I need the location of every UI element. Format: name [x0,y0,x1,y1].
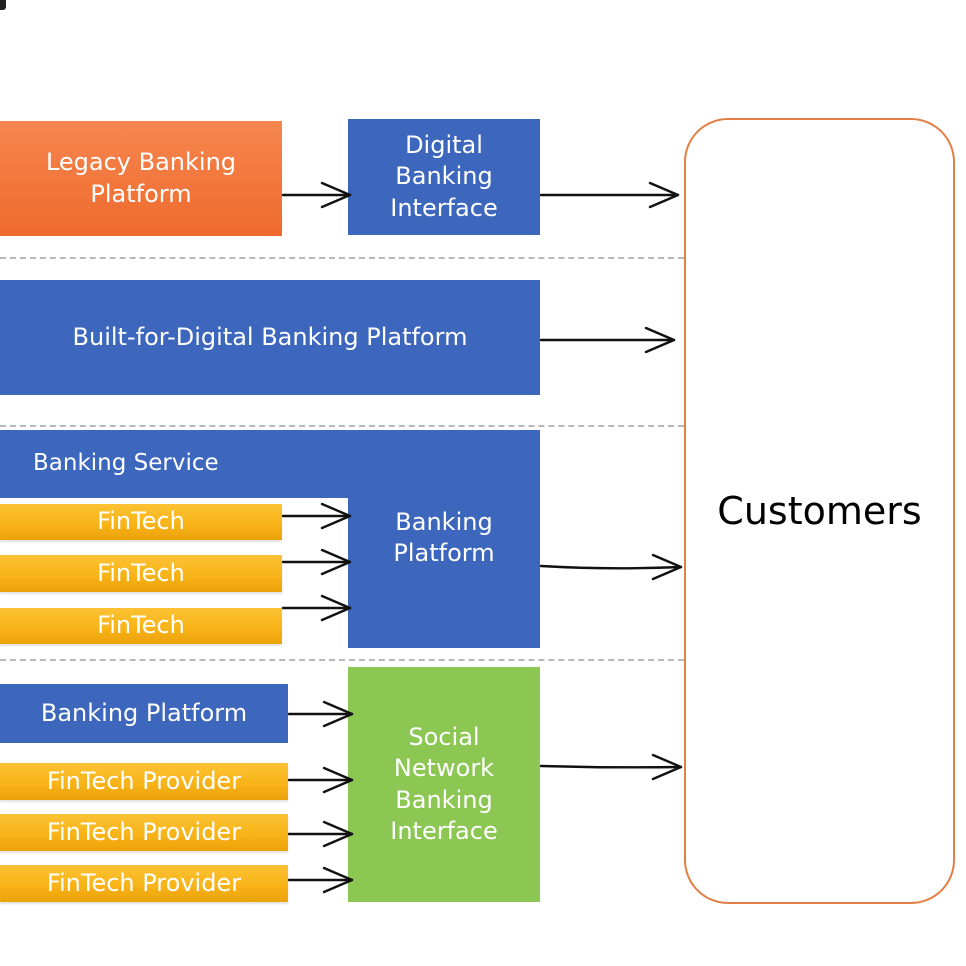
arrow-fintech-3-to-platform [281,594,352,622]
fintech-label-1: FinTech [97,507,185,536]
banking-platform-center-box: Banking Platform [348,497,540,648]
banking-platform-small-label: Banking Platform [40,698,248,727]
section-divider-2 [0,425,684,427]
legacy-line-1: Legacy Banking [45,148,237,177]
fintech-provider-box-3: FinTech Provider [0,865,288,902]
section-divider-1 [0,257,684,259]
fintech-provider-label-3: FinTech Provider [46,868,242,897]
fintech-provider-box-1: FinTech Provider [0,763,288,800]
arrow-built-for-digital-to-customers [539,326,676,354]
arrow-fintech-2-to-platform [281,548,352,576]
fintech-provider-label-1: FinTech Provider [46,766,242,795]
social-line-1: Social [408,723,480,752]
digital-line-1: Digital [405,131,483,160]
banking-platform-small-box: Banking Platform [0,684,288,743]
fintech-provider-box-2: FinTech Provider [0,814,288,851]
banking-service-label: Banking Service [33,450,219,477]
legacy-line-2: Platform [90,179,192,208]
arrow-banking-platform-to-customers [539,553,683,581]
arrow-banking-platform-small-to-social [287,700,354,728]
arrow-provider-2-to-social [287,820,354,848]
social-network-banking-interface-box: Social Network Banking Interface [348,667,540,902]
banking-platform-center-line-1: Banking [395,508,493,536]
built-for-digital-label: Built-for-Digital Banking Platform [72,322,468,351]
customers-label: Customers [717,489,922,533]
arrow-provider-1-to-social [287,766,354,794]
fintech-provider-label-2: FinTech Provider [46,817,242,846]
fintech-box-2: FinTech [0,555,282,592]
banking-service-region: Banking Service [0,430,540,498]
arrow-legacy-to-digital [281,181,352,209]
fintech-label-2: FinTech [97,558,185,587]
social-line-4: Interface [390,816,498,845]
fintech-label-3: FinTech [97,611,185,640]
fintech-box-1: FinTech [0,504,282,540]
banking-platform-center-line-2: Platform [393,539,495,568]
customers-box: Customers [684,118,955,904]
arrow-provider-3-to-social [287,866,354,894]
digital-banking-interface-box: Digital Banking Interface [348,119,540,235]
digital-line-2: Banking [395,162,493,191]
built-for-digital-platform-box: Built-for-Digital Banking Platform [0,280,540,395]
fintech-box-3: FinTech [0,608,282,644]
arrow-fintech-1-to-platform [281,502,352,530]
corner-mark [0,0,6,10]
arrow-social-to-customers [539,753,683,781]
social-line-3: Banking [395,785,493,814]
section-divider-3 [0,659,684,661]
arrow-digital-to-customers [539,181,680,209]
digital-line-3: Interface [390,193,498,222]
social-line-2: Network [393,754,495,783]
legacy-banking-platform-box: Legacy Banking Platform [0,121,282,236]
